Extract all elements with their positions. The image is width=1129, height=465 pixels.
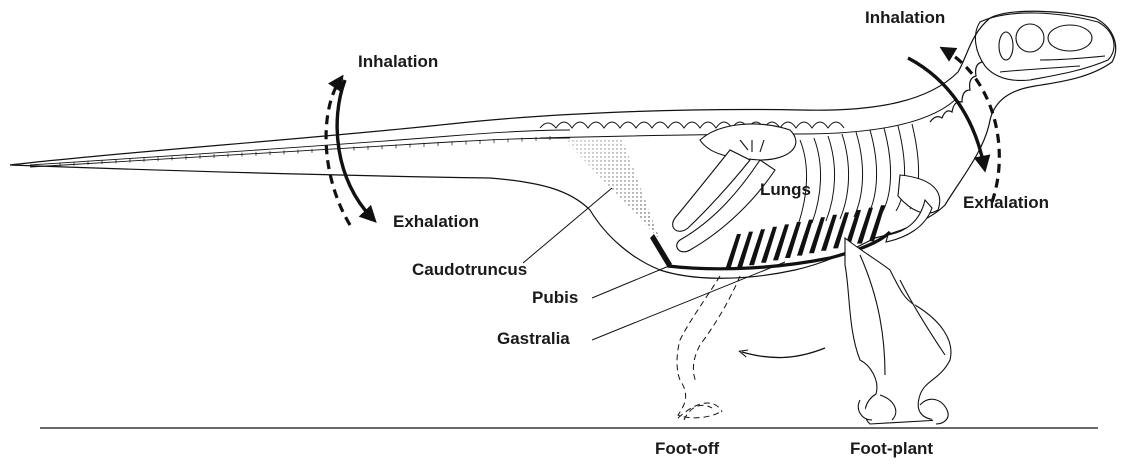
- label-exhalation-tail: Exhalation: [393, 213, 479, 230]
- hind-leg-foot-off: [677, 276, 740, 420]
- label-exhalation-neck: Exhalation: [963, 194, 1049, 211]
- label-caudotruncus: Caudotruncus: [412, 261, 527, 278]
- label-inhalation-neck: Inhalation: [865, 9, 945, 26]
- label-pubis: Pubis: [532, 289, 578, 306]
- label-gastralia: Gastralia: [497, 330, 570, 347]
- label-foot-off: Foot-off: [655, 440, 719, 457]
- label-foot-plant: Foot-plant: [850, 440, 933, 457]
- label-inhalation-tail: Inhalation: [358, 53, 438, 70]
- label-lungs: Lungs: [760, 181, 811, 198]
- hind-leg-foot-plant: [845, 238, 951, 424]
- leg-swing-arrow: [742, 348, 825, 358]
